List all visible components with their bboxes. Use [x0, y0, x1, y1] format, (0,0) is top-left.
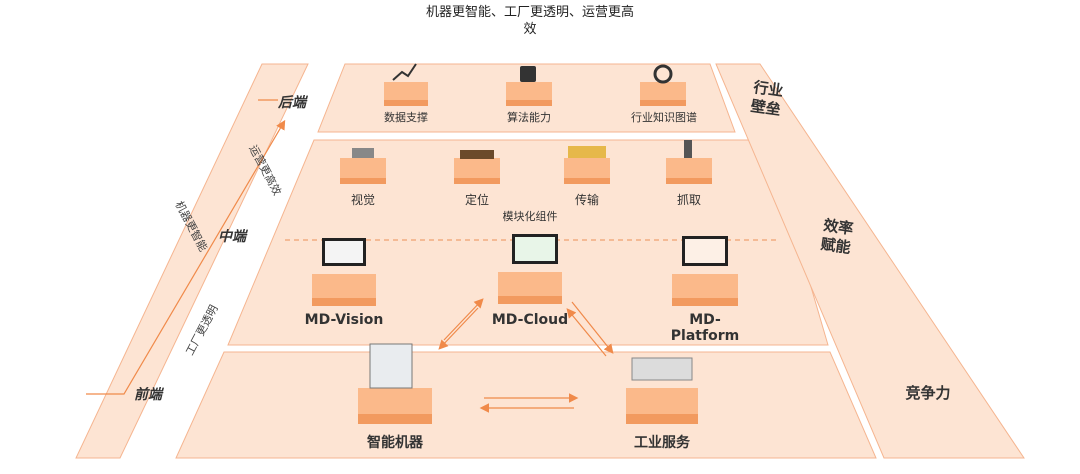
- label-positioning: 定位: [464, 193, 489, 207]
- label-modular-components: 模块化组件: [502, 210, 558, 223]
- label-transmission: 传输: [574, 193, 599, 207]
- arrow-service-to-cloud: [566, 308, 607, 357]
- label-data-support: 数据支撑: [384, 111, 428, 124]
- label-md-cloud: MD-Cloud: [491, 312, 569, 328]
- label-md-platform: MD-Platform: [670, 312, 740, 344]
- box-grasping: [666, 140, 712, 184]
- box-md-cloud: [498, 234, 562, 304]
- label-knowledge-graph: 行业知识图谱: [631, 111, 697, 124]
- label-vision: 视觉: [350, 193, 375, 207]
- label-efficiency: 效率 赋能: [819, 216, 855, 257]
- box-md-platform: [672, 236, 738, 306]
- label-algorithm: 算法能力: [507, 111, 551, 124]
- label-industry-barrier: 行业 壁垒: [749, 78, 785, 119]
- box-positioning: [454, 150, 500, 184]
- page-title: 机器更智能、工厂更透明、运营更高效: [425, 5, 634, 37]
- box-industrial-service: [626, 357, 698, 424]
- box-vision: [340, 148, 386, 184]
- label-industrial-service: 工业服务: [634, 435, 690, 451]
- label-middle: 中端: [218, 229, 246, 245]
- left-axis-panel: [75, 63, 309, 459]
- box-data-support: [384, 63, 428, 106]
- label-md-vision: MD-Vision: [304, 312, 384, 328]
- box-transmission: [564, 146, 610, 184]
- box-md-vision: [312, 238, 376, 306]
- arrow-cloud-to-service: [571, 301, 614, 354]
- left-axis-arrow: [86, 119, 286, 395]
- box-intelligent-machine: [358, 343, 432, 424]
- arrow-vision-to-cloud: [443, 298, 484, 341]
- label-intelligent-machine: 智能机器: [367, 435, 423, 451]
- label-back-end: 后端: [278, 95, 306, 111]
- label-front-end: 前端: [134, 387, 162, 403]
- label-competitiveness: 竞争力: [905, 384, 951, 402]
- label-grasping: 抓取: [676, 193, 701, 207]
- right-axis-panel: [715, 63, 1025, 459]
- arrow-cloud-to-vision: [438, 307, 479, 350]
- bottom-tier-panel: [175, 351, 877, 459]
- box-algorithm: [506, 66, 552, 106]
- box-knowledge-graph: [640, 64, 686, 106]
